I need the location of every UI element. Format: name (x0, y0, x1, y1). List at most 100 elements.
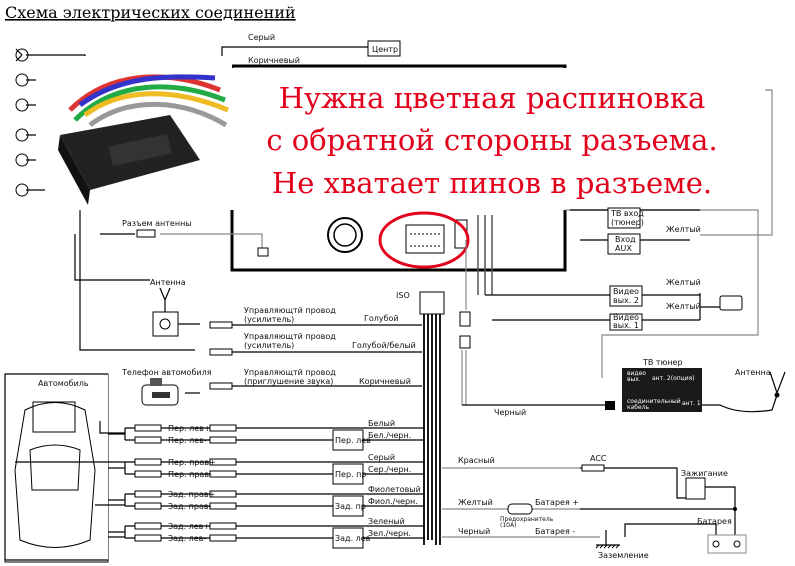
tuner-cable-sub: кабель (627, 404, 650, 411)
video-section: ТВ вход (тюнер) Вход AUX Желтый Видео вы… (485, 89, 773, 378)
fuse-rating: (10A) (500, 522, 516, 529)
speaker-box (332, 463, 364, 485)
aux-label: Вход (615, 235, 636, 244)
speaker-wire (108, 525, 425, 539)
control-wires: Управляющтй провод (усилитель) Голубой У… (209, 306, 422, 390)
control-wire-1-color: Голубой (364, 314, 399, 323)
plug-icon (134, 470, 162, 478)
speaker-color-1: Серый (368, 453, 395, 462)
speaker-box (332, 495, 364, 517)
phone-label: Телефон автомобиля (121, 368, 212, 377)
video-out1-label: Видео (613, 313, 639, 322)
fuse-label: Предохранитель (500, 516, 554, 523)
overlay-line-3: Не хватает пинов в разъеме. (272, 166, 712, 200)
aux-color: Желтый (666, 225, 701, 234)
acc-label: ACC (590, 454, 607, 463)
plug-icon (209, 424, 237, 432)
speaker-box-label: Зад. лев (335, 534, 371, 543)
tuner-ant2: ант. 2(опция) (652, 375, 695, 382)
video-out1-color: Желтый (666, 302, 701, 311)
speaker-wires: Пер. лев+ Пер. лев- Пер. лев БелыйБел./черн… (108, 419, 425, 549)
top-wires: Центр Серый Коричневый (221, 33, 401, 65)
battery-icon (707, 534, 747, 554)
page-title: Схема электрических соединений (5, 3, 296, 22)
red-wire-label: Красный (458, 456, 495, 465)
tuner-antenna-label: Антенна (735, 368, 771, 377)
brown-wire-label: Коричневый (248, 56, 300, 65)
speaker-minus-label: Зад. прав- (168, 502, 212, 511)
battery-label: Батарея (697, 517, 732, 526)
plug-icon (209, 522, 237, 530)
speaker-box-label: Пер. лев (335, 436, 371, 445)
tuner-ant1: ант. 1 (682, 400, 701, 407)
control-wire-2-color: Голубой/белый (352, 341, 416, 350)
plug-icon (209, 534, 237, 542)
speaker-box-label: Пер. пр (335, 470, 366, 479)
iso-harness: ISO (396, 240, 471, 545)
video-out2-label: Видео (613, 287, 639, 296)
control-wire-2-label: Управляющтй провод (244, 332, 336, 341)
plug-icon (134, 534, 162, 542)
plug-icon (209, 502, 237, 510)
speaker-color-2: Фиол./черн. (368, 497, 418, 506)
control-wire-2-sub: (усилитель) (244, 341, 294, 350)
tuner-video-out: видео (627, 370, 646, 377)
speaker-box (332, 527, 364, 549)
speaker-color-2: Сер./черн. (368, 465, 411, 474)
plug-icon (134, 522, 162, 530)
speaker-color-1: Белый (368, 419, 395, 428)
speaker-color-2: Зел./черн. (368, 529, 411, 538)
antenna-amplifier: Антенна (150, 278, 200, 337)
tv-in-label: ТВ вход (610, 209, 644, 218)
car-diagram: Автомобиль (2, 373, 125, 563)
highlight-ellipse (378, 211, 470, 269)
plug-icon (134, 424, 162, 432)
control-wire-3-label: Управляющтй провод (244, 368, 336, 377)
black-wire-label: Черный (494, 408, 526, 417)
plug-icon (209, 436, 237, 444)
plug-icon (134, 490, 162, 498)
knob-icon (327, 217, 363, 253)
plug-icon (134, 502, 162, 510)
speaker-color-1: Фиолетовый (368, 485, 421, 494)
battery-plus-label: Батарея + (535, 498, 579, 507)
car-label: Автомобиль (38, 379, 89, 388)
plug-icon (134, 436, 162, 444)
speaker-minus-label: Пер. прав- (168, 470, 212, 479)
tuner-video-out-sub: вых. (627, 376, 641, 383)
control-wire-1-label: Управляющтй провод (244, 306, 336, 315)
black-power-label: Черный (458, 527, 490, 536)
aux-sub: AUX (615, 244, 632, 253)
speaker-plus-label: Пер. лев+ (168, 424, 211, 433)
speaker-box (332, 429, 364, 451)
fuse-icon (507, 503, 533, 515)
battery-minus-label: Батарея - (535, 527, 575, 536)
speaker-wire (108, 493, 425, 507)
speaker-plus-label: Пер. прав+ (168, 458, 216, 467)
video-out1-sub: вых. 1 (613, 321, 639, 330)
antenna-connector-label: Разъем антенны (122, 219, 192, 228)
tv-in-sub: (тюнер) (611, 218, 644, 227)
control-wire-1-sub: (усилитель) (244, 315, 294, 324)
plug-icon (209, 470, 237, 478)
speaker-box-label: Зад. пр (335, 502, 366, 511)
yellow-wire-label: Желтый (458, 498, 493, 507)
overlay-line-2: с обратной стороны разъема. (266, 123, 717, 157)
speaker-minus-label: Пер. лев- (168, 436, 207, 445)
plug-icon (209, 458, 237, 466)
rear-connector-icon (405, 215, 493, 295)
speaker-color-2: Бел./черн. (368, 431, 411, 440)
speaker-minus-label: Зад. лев- (168, 534, 206, 543)
speaker-color-1: Зеленый (368, 517, 405, 526)
tv-tuner: ТВ тюнер видео вых. ант. 2(опция) соедин… (461, 350, 786, 417)
plug-icon (209, 490, 237, 498)
center-label: Центр (372, 45, 398, 54)
ignition-switch (685, 477, 706, 500)
car-phone-icon: Телефон автомобиля (121, 368, 212, 406)
power-section: Красный ACC Зажигание Желтый Батарея + П… (442, 454, 747, 560)
overlay-line-1: Нужна цветная распиновка (279, 81, 705, 115)
ground-label: Заземление (598, 551, 649, 560)
speaker-plus-label: Зад. лев+ (168, 522, 210, 531)
overlay-box (232, 68, 762, 210)
